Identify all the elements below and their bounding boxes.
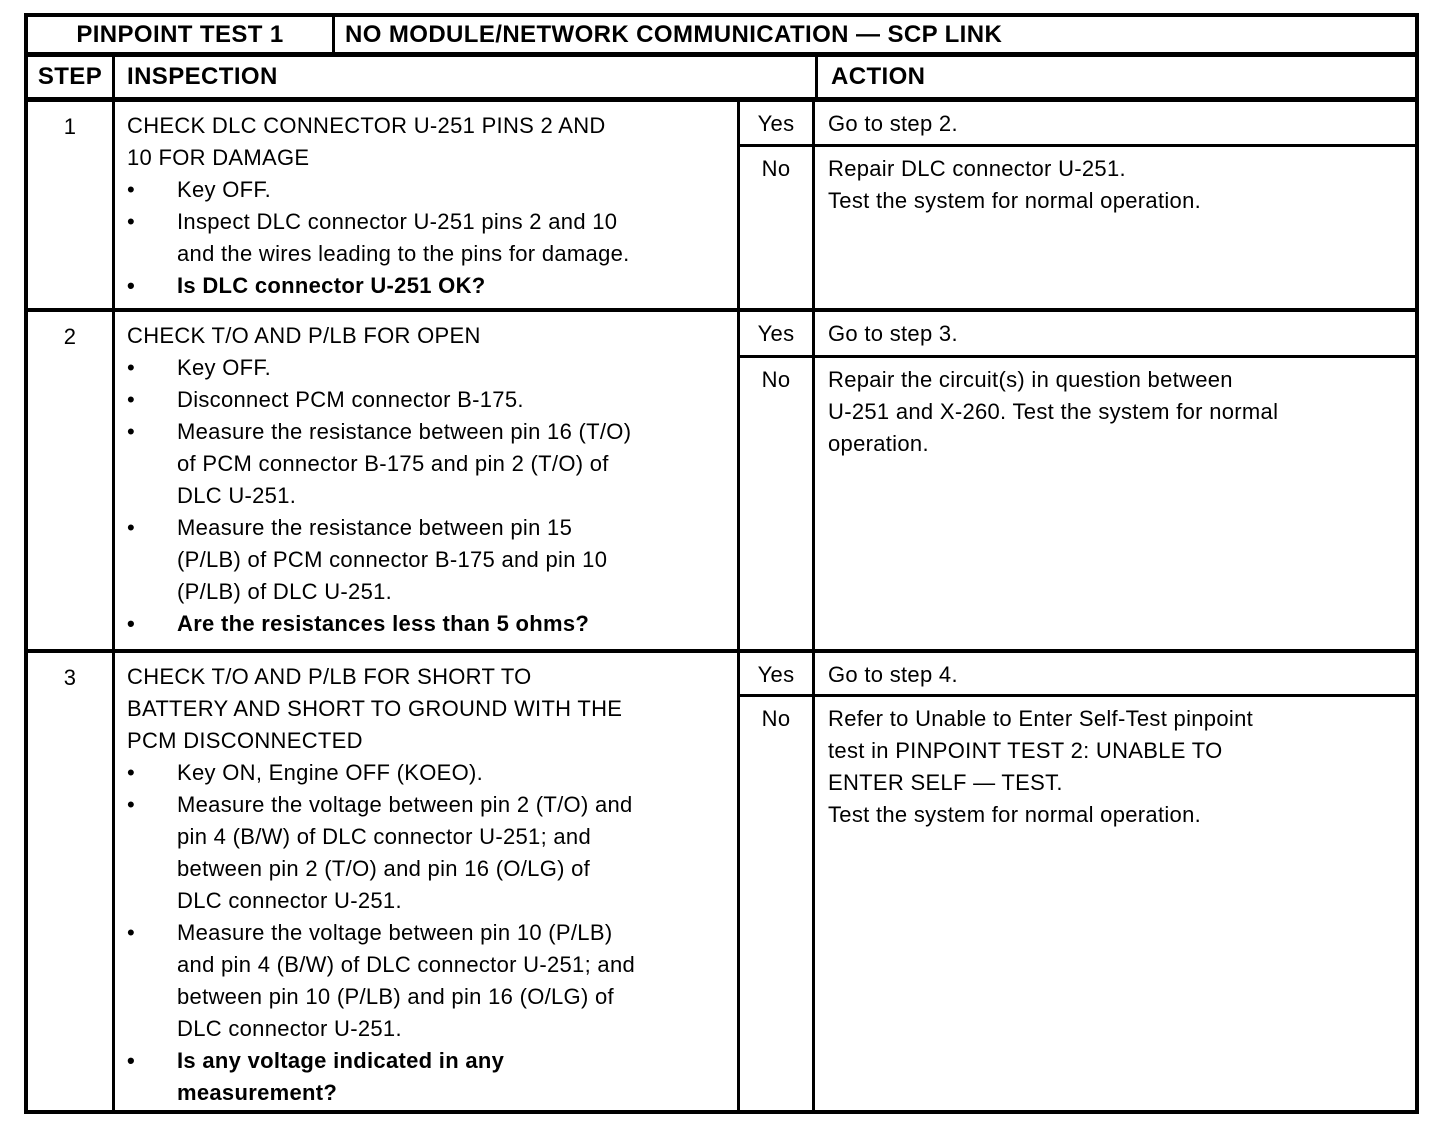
yes-label: Yes	[740, 102, 815, 144]
inspection-title: CHECK T/O AND P/LB FOR SHORT TO BATTERY …	[127, 664, 623, 753]
column-header-action: ACTION	[831, 63, 926, 90]
inspection-bullet: • Measure the resistance between pin 16 (…	[127, 416, 731, 512]
inspection-bullet: • Are the resistances less than 5 ohms?	[127, 608, 731, 640]
no-label: No	[740, 697, 815, 1110]
column-header-inspection: INSPECTION	[115, 57, 818, 97]
yes-row: Yes Go to step 2.	[740, 102, 1415, 147]
yes-label: Yes	[740, 312, 815, 355]
bullet-text: Inspect DLC connector U-251 pins 2 and 1…	[177, 209, 630, 266]
inspection-bullet: • Is any voltage indicated in any measure…	[127, 1045, 731, 1109]
bullet-text: Disconnect PCM connector B-175.	[177, 387, 524, 412]
step-row: 1 CHECK DLC CONNECTOR U-251 PINS 2 AND 1…	[28, 102, 1415, 312]
bullet-dot-icon: •	[127, 209, 136, 234]
bullet-text: Measure the voltage between pin 2 (T/O) …	[177, 792, 633, 913]
yes-row: Yes Go to step 4.	[740, 653, 1415, 697]
result-column: Yes Go to step 3. No Repair the circuit(…	[740, 312, 1415, 649]
yes-label: Yes	[740, 653, 815, 694]
inspection-bullet-list: • Key OFF. • Inspect DLC connector U-251 pi…	[127, 174, 731, 302]
bullet-text: Measure the voltage between pin 10 (P/LB…	[177, 920, 636, 1041]
inspection-cell: CHECK DLC CONNECTOR U-251 PINS 2 AND 10 …	[115, 102, 740, 308]
yes-action-text: Go to step 4.	[828, 662, 958, 687]
no-row: No Refer to Unable to Enter Self-Test pi…	[740, 697, 1415, 1110]
no-label: No	[740, 147, 815, 308]
bullet-dot-icon: •	[127, 273, 136, 298]
pinpoint-test-table: PINPOINT TEST 1 NO MODULE/NETWORK COMMUN…	[24, 13, 1419, 1114]
bullet-text: Key OFF.	[177, 177, 272, 202]
result-column: Yes Go to step 2. No Repair DLC connecto…	[740, 102, 1415, 308]
inspection-bullet-list: • Key ON, Engine OFF (KOEO). • Measure the …	[127, 757, 731, 1109]
pinpoint-test-label: PINPOINT TEST 1	[28, 17, 335, 52]
bullet-text: Key ON, Engine OFF (KOEO).	[177, 760, 484, 785]
bullet-text: Key OFF.	[177, 355, 272, 380]
bullet-dot-icon: •	[127, 355, 136, 380]
bullet-text: Measure the resistance between pin 16 (T…	[177, 419, 632, 508]
no-action-text: Repair DLC connector U-251. Test the sys…	[828, 156, 1202, 213]
step-row: 2 CHECK T/O AND P/LB FOR OPEN •Key OFF.•…	[28, 312, 1415, 653]
bullet-text: Measure the resistance between pin 15 (P…	[177, 515, 608, 604]
yes-action-text: Go to step 2.	[828, 111, 958, 136]
yes-row: Yes Go to step 3.	[740, 312, 1415, 358]
bullet-dot-icon: •	[127, 1048, 136, 1073]
column-header-step: STEP	[28, 57, 115, 97]
step-rows-container: 1 CHECK DLC CONNECTOR U-251 PINS 2 AND 1…	[28, 102, 1415, 1110]
inspection-bullet: • Measure the voltage between pin 10 (P/L…	[127, 917, 731, 1045]
no-row: No Repair the circuit(s) in question bet…	[740, 358, 1415, 649]
column-header-row: STEP INSPECTION ACTION	[28, 57, 1415, 102]
bullet-dot-icon: •	[127, 611, 136, 636]
bullet-dot-icon: •	[127, 177, 136, 202]
inspection-bullet: • Is DLC connector U-251 OK?	[127, 270, 731, 302]
step-number-cell: 1	[28, 102, 115, 308]
no-action-text: Refer to Unable to Enter Self-Test pinpo…	[828, 706, 1254, 827]
bullet-dot-icon: •	[127, 792, 136, 817]
step-row: 3 CHECK T/O AND P/LB FOR SHORT TO BATTER…	[28, 653, 1415, 1110]
step-number-cell: 2	[28, 312, 115, 649]
bullet-dot-icon: •	[127, 387, 136, 412]
inspection-cell: CHECK T/O AND P/LB FOR OPEN • Key OFF. • Di…	[115, 312, 740, 649]
no-label: No	[740, 358, 815, 649]
inspection-bullet-list: • Key OFF. • Disconnect PCM connector B-175…	[127, 352, 731, 640]
no-row: No Repair DLC connector U-251. Test the …	[740, 147, 1415, 308]
bullet-dot-icon: •	[127, 760, 136, 785]
inspection-title: CHECK DLC CONNECTOR U-251 PINS 2 AND 10 …	[127, 113, 606, 170]
result-column: Yes Go to step 4. No Refer to Unable to …	[740, 653, 1415, 1110]
inspection-bullet: • Key OFF.	[127, 352, 731, 384]
step-number-cell: 3	[28, 653, 115, 1110]
bullet-dot-icon: •	[127, 515, 136, 540]
table-title-row: PINPOINT TEST 1 NO MODULE/NETWORK COMMUN…	[28, 17, 1415, 57]
no-action-text: Repair the circuit(s) in question betwee…	[828, 367, 1279, 456]
inspection-bullet: • Key ON, Engine OFF (KOEO).	[127, 757, 731, 789]
inspection-bullet: • Measure the voltage between pin 2 (T/O)…	[127, 789, 731, 917]
inspection-cell: CHECK T/O AND P/LB FOR SHORT TO BATTERY …	[115, 653, 740, 1110]
inspection-bullet: • Inspect DLC connector U-251 pins 2 and …	[127, 206, 731, 270]
bullet-text: Are the resistances less than 5 ohms?	[177, 611, 590, 636]
yes-action-text: Go to step 3.	[828, 321, 958, 346]
bullet-text: Is any voltage indicated in any measurem…	[177, 1048, 505, 1105]
bullet-dot-icon: •	[127, 920, 136, 945]
inspection-bullet: • Key OFF.	[127, 174, 731, 206]
inspection-bullet: • Measure the resistance between pin 15 (…	[127, 512, 731, 608]
inspection-title: CHECK T/O AND P/LB FOR OPEN	[127, 323, 481, 348]
inspection-bullet: • Disconnect PCM connector B-175.	[127, 384, 731, 416]
bullet-dot-icon: •	[127, 419, 136, 444]
pinpoint-test-title: NO MODULE/NETWORK COMMUNICATION — SCP LI…	[345, 20, 1003, 48]
bullet-text: Is DLC connector U-251 OK?	[177, 273, 486, 298]
